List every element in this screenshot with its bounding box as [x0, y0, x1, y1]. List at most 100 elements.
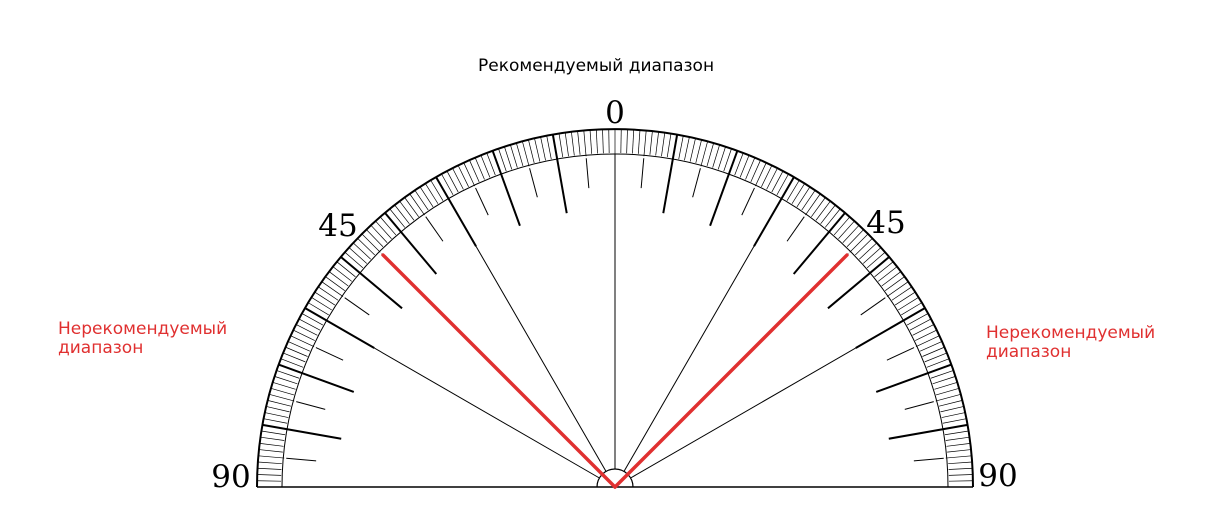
minor-tick-5deg	[426, 217, 443, 242]
degree-tick	[337, 262, 356, 277]
degree-tick	[458, 165, 469, 187]
major-tick-10deg	[889, 425, 968, 439]
radial-ray	[624, 199, 782, 472]
degree-tick	[933, 376, 956, 383]
degree-tick	[948, 462, 972, 464]
degree-tick	[275, 376, 298, 383]
not-recommended-right-line-1: Нерекомендуемый	[986, 324, 1155, 343]
degree-tick	[269, 394, 294, 401]
degree-tick	[834, 217, 850, 235]
degree-tick	[885, 277, 904, 291]
degree-tick	[261, 431, 285, 435]
degree-tick	[892, 287, 912, 300]
degree-tick	[590, 130, 592, 154]
radial-ray	[449, 199, 607, 472]
degree-tick	[707, 143, 714, 166]
minor-tick-5deg	[914, 458, 944, 461]
degree-tick	[395, 205, 410, 224]
degree-tick	[656, 132, 659, 156]
degree-tick	[420, 187, 433, 207]
degree-tick	[362, 234, 380, 252]
degree-tick	[565, 132, 568, 156]
degree-tick	[271, 388, 294, 395]
degree-tick	[684, 137, 689, 160]
range-boundary-right	[615, 255, 847, 487]
degree-tick	[441, 174, 453, 195]
radial-ray	[631, 321, 904, 479]
degree-tick	[265, 413, 288, 418]
degree-tick	[679, 136, 684, 160]
degree-tick	[838, 221, 854, 239]
degree-tick	[847, 229, 864, 246]
degree-tick	[946, 437, 970, 440]
degree-tick	[405, 197, 419, 216]
degree-tick	[258, 462, 282, 464]
degree-tick	[322, 282, 343, 297]
degree-tick	[949, 475, 973, 476]
scale-number-45-right: 45	[866, 205, 905, 241]
degree-tick	[777, 174, 789, 195]
scale-number-90-right: 90	[978, 458, 1017, 494]
minor-tick-5deg	[530, 168, 538, 197]
degree-tick	[755, 163, 766, 187]
degree-tick	[264, 419, 288, 424]
minor-tick-5deg	[887, 348, 914, 361]
degree-tick	[259, 450, 283, 453]
degree-tick	[939, 400, 962, 406]
minor-tick-5deg	[742, 188, 755, 215]
degree-tick	[522, 141, 529, 166]
degree-tick	[821, 205, 836, 224]
degree-tick	[825, 209, 840, 228]
not-recommended-left-line-2: диапазон	[58, 339, 227, 358]
degree-tick	[811, 197, 825, 216]
degree-tick	[380, 217, 396, 235]
scale-number-0: 0	[605, 95, 625, 131]
degree-tick	[910, 319, 931, 330]
degree-tick	[400, 201, 414, 220]
degree-tick	[528, 140, 534, 163]
minor-tick-5deg	[476, 188, 489, 215]
degree-tick	[863, 247, 881, 263]
major-tick-10deg	[262, 425, 341, 439]
degree-tick	[516, 143, 523, 166]
degree-tick	[260, 443, 284, 446]
degree-tick	[638, 130, 640, 154]
degree-tick	[584, 130, 586, 156]
degree-tick	[761, 165, 772, 187]
minor-tick-5deg	[586, 158, 589, 188]
degree-tick	[349, 247, 367, 263]
degree-tick	[875, 262, 894, 277]
degree-tick	[415, 190, 428, 210]
degree-tick	[596, 129, 597, 153]
degree-tick	[936, 394, 961, 401]
minor-tick-5deg	[296, 402, 325, 410]
degree-tick	[907, 313, 928, 325]
degree-tick	[260, 437, 284, 440]
degree-tick	[901, 303, 922, 315]
degree-tick	[946, 456, 972, 458]
degree-tick	[325, 277, 344, 291]
degree-tick	[772, 171, 783, 192]
degree-tick	[302, 313, 323, 325]
degree-tick	[315, 292, 335, 305]
degree-tick	[318, 287, 338, 300]
scale-number-45-left: 45	[318, 208, 357, 244]
degree-tick	[353, 243, 371, 259]
degree-tick	[547, 136, 552, 160]
radial-ray	[327, 321, 600, 479]
not-recommended-right-line-2: диапазон	[986, 343, 1155, 362]
degree-tick	[273, 382, 296, 389]
degree-tick	[867, 252, 885, 268]
minor-tick-5deg	[861, 298, 886, 315]
degree-tick	[661, 132, 664, 156]
degree-tick	[425, 183, 438, 203]
degree-tick	[366, 229, 383, 246]
degree-tick	[627, 129, 628, 153]
degree-tick	[915, 330, 937, 341]
degree-tick	[375, 221, 391, 239]
degree-tick	[644, 130, 646, 156]
degree-tick	[299, 319, 320, 330]
degree-tick	[308, 303, 329, 315]
